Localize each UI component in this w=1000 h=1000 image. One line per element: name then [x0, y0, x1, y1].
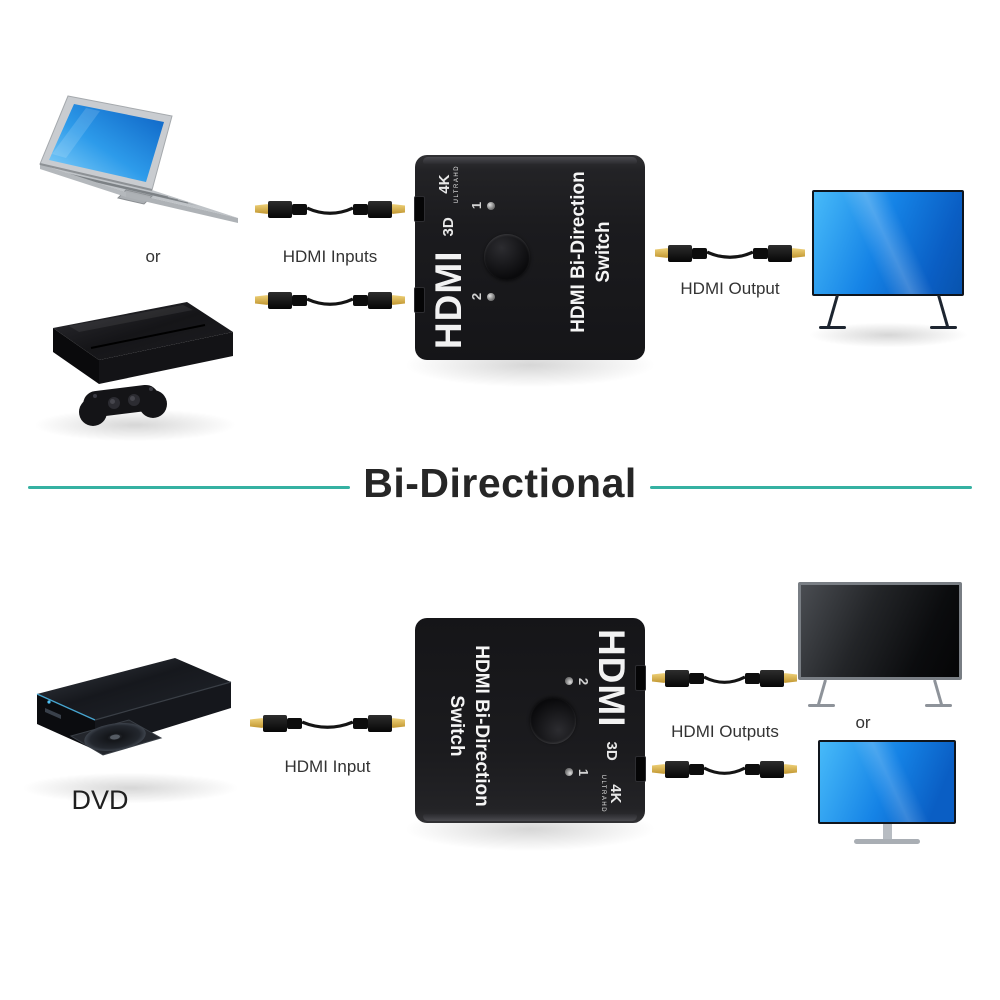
switch-select-button	[484, 234, 530, 280]
gamepad-icon	[79, 384, 167, 426]
led-indicator	[487, 201, 496, 210]
hdmi-plug-icon	[652, 669, 704, 687]
channel-2-label: 2	[575, 677, 591, 686]
hdmi-cable-icon	[250, 712, 405, 734]
shadow	[18, 772, 243, 804]
hdmi-switch: HDMI 3D 4K ULTRAHD HDMI Bi-Direction Swi…	[415, 618, 646, 823]
channel-1: 1	[469, 199, 496, 212]
divider-line-left	[28, 486, 350, 489]
hdmi-cable-icon	[255, 198, 405, 220]
dvd-player-icon	[36, 658, 232, 756]
monitor-base	[854, 839, 920, 844]
hdmi-cable-icon	[652, 667, 797, 689]
label-or-top: or	[145, 247, 161, 266]
tv-screen	[814, 192, 962, 294]
hdmi-cable-icon	[255, 289, 405, 311]
cable-wire	[707, 250, 753, 259]
hdmi-plug-icon	[745, 669, 797, 687]
tv-leg	[933, 679, 944, 706]
led-indicator	[564, 677, 573, 686]
hdmi-plug-icon	[255, 291, 307, 309]
badge-3d: 3D	[603, 741, 621, 761]
hdmi-plug-icon	[753, 244, 805, 262]
divider-title: Bi-Directional	[363, 460, 637, 506]
hdmi-port-1	[635, 756, 646, 782]
tv-bezel	[812, 190, 964, 296]
tv-leg	[816, 679, 827, 706]
channel-2: 2	[564, 675, 591, 688]
cable-wire	[704, 766, 745, 775]
switch-title: HDMI Bi-Direction Switch	[446, 645, 492, 807]
channel-1-label: 1	[575, 768, 591, 777]
tv-screen	[801, 585, 959, 677]
hdmi-plug-icon	[652, 760, 704, 778]
channel-2-label: 2	[469, 292, 485, 301]
hdmi-port-2	[635, 665, 646, 691]
hdmi-port-1	[414, 196, 425, 222]
label-hdmi-inputs: HDMI Inputs	[282, 247, 378, 266]
tv-dark-icon	[798, 582, 962, 710]
label-hdmi-input: HDMI Input	[284, 757, 371, 776]
divider-line-right	[650, 486, 972, 489]
hdmi-cable-icon	[655, 242, 805, 264]
hdmi-logo: HDMI	[427, 250, 469, 350]
hdmi-plug-icon	[353, 714, 405, 732]
badge-4k: 4K ULTRAHD	[600, 774, 625, 814]
cable-wire	[307, 297, 353, 306]
monitor-screen	[820, 742, 954, 822]
hdmi-plug-icon	[655, 244, 707, 262]
tv-foot	[819, 326, 846, 329]
led-indicator	[487, 292, 496, 301]
label-hdmi-output: HDMI Output	[680, 279, 780, 298]
tv-bezel	[798, 582, 962, 680]
switch-branding: HDMI 3D 4K ULTRAHD	[425, 162, 471, 352]
channel-1-label: 1	[469, 201, 485, 210]
tv-leg	[937, 294, 950, 328]
hdmi-port-2	[414, 287, 425, 313]
cable-wire	[307, 206, 353, 215]
laptop-icon	[39, 95, 238, 223]
badge-3d: 3D	[439, 217, 457, 237]
tv-icon	[812, 190, 964, 332]
tv-leg	[826, 294, 839, 328]
switch-select-button	[530, 698, 576, 744]
shadow	[30, 408, 240, 442]
badge-4k: 4K ULTRAHD	[435, 164, 460, 204]
tv-foot	[930, 326, 957, 329]
cable-wire	[302, 720, 353, 729]
switch-branding: HDMI 3D 4K ULTRAHD	[589, 626, 635, 816]
hdmi-plug-icon	[255, 200, 307, 218]
label-hdmi-outputs: HDMI Outputs	[671, 722, 779, 741]
label-dvd: DVD	[71, 785, 129, 815]
channel-2: 2	[469, 290, 496, 303]
switch-title: HDMI Bi-Direction Switch	[568, 171, 614, 333]
hdmi-plug-icon	[250, 714, 302, 732]
switch-top-bevel	[423, 157, 637, 164]
monitor-icon	[818, 740, 956, 850]
tv-foot	[925, 704, 952, 707]
label-or-bottom: or	[855, 713, 871, 732]
cable-wire	[704, 675, 745, 684]
game-console-icon	[53, 302, 233, 426]
hdmi-plug-icon	[745, 760, 797, 778]
monitor-bezel	[818, 740, 956, 824]
hdmi-plug-icon	[353, 200, 405, 218]
tv-foot	[808, 704, 835, 707]
hdmi-plug-icon	[353, 291, 405, 309]
hdmi-cable-icon	[652, 758, 797, 780]
hdmi-switch: HDMI 3D 4K ULTRAHD HDMI Bi-Direction Swi…	[414, 155, 645, 360]
hdmi-logo: HDMI	[591, 628, 633, 728]
channel-1: 1	[564, 766, 591, 779]
monitor-stand	[882, 824, 892, 839]
led-indicator	[564, 768, 573, 777]
